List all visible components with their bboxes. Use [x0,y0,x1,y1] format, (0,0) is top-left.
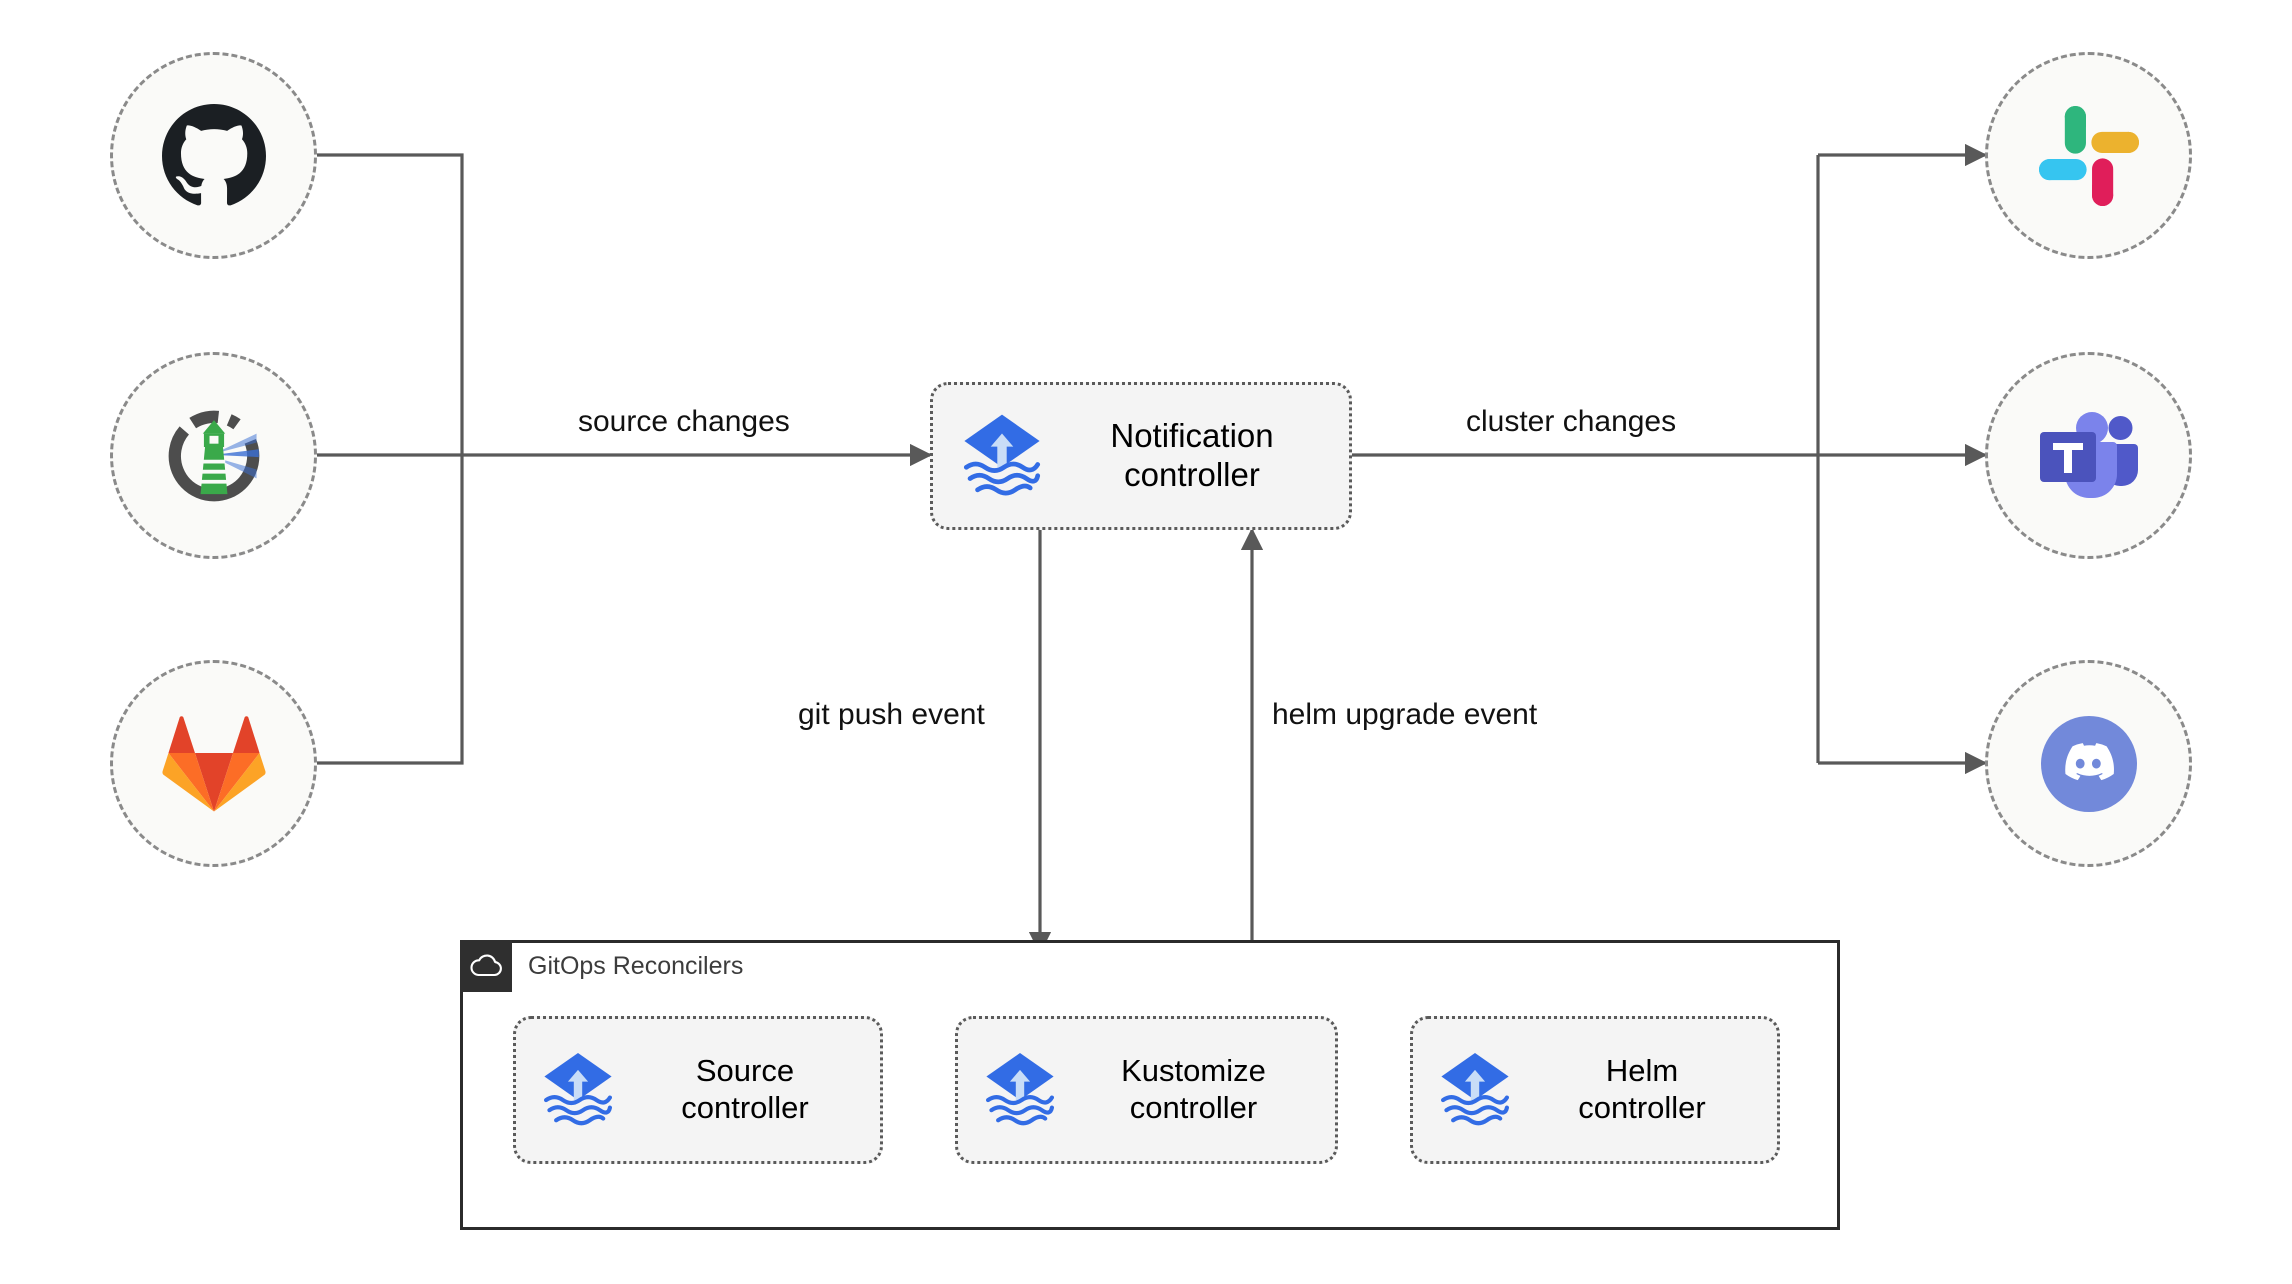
gitops-reconcilers-header: GitOps Reconcilers [460,940,743,992]
helm-icon [158,400,270,512]
notification-controller-label: Notification controller [1110,417,1274,493]
edge-github-to-spine [317,153,464,455]
edge-label-source-changes: source changes [578,405,790,438]
target-node-teams[interactable] [1985,352,2192,559]
gitops-reconcilers-title: GitOps Reconcilers [528,951,744,980]
source-controller-node[interactable]: Source controller [513,1016,883,1164]
flux-icon [536,1048,620,1132]
flux-icon [955,409,1049,503]
source-controller-label: Source controller [681,1053,809,1125]
cloud-icon [460,940,512,992]
discord-icon [2037,712,2141,816]
source-node-github[interactable] [110,52,317,259]
edge-label-git-push-event: git push event [798,698,985,731]
edge-label-helm-upgrade-event: helm upgrade event [1272,698,1538,731]
flux-icon [978,1048,1062,1132]
target-node-slack[interactable] [1985,52,2192,259]
gitlab-icon [161,715,267,813]
slack-icon [2038,105,2139,206]
kustomize-controller-label: Kustomize controller [1121,1053,1266,1125]
edge-label-cluster-changes: cluster changes [1466,405,1677,438]
helm-controller-label: Helm controller [1578,1053,1706,1125]
flux-icon [1433,1048,1517,1132]
notification-controller-node[interactable]: Notification controller [930,382,1352,530]
helm-controller-node[interactable]: Helm controller [1410,1016,1780,1164]
source-node-helm[interactable] [110,352,317,559]
target-node-discord[interactable] [1985,660,2192,867]
github-icon [161,103,266,208]
source-node-gitlab[interactable] [110,660,317,867]
kustomize-controller-node[interactable]: Kustomize controller [955,1016,1338,1164]
teams-icon [2036,406,2142,506]
edge-gitlab-to-spine [317,455,464,765]
